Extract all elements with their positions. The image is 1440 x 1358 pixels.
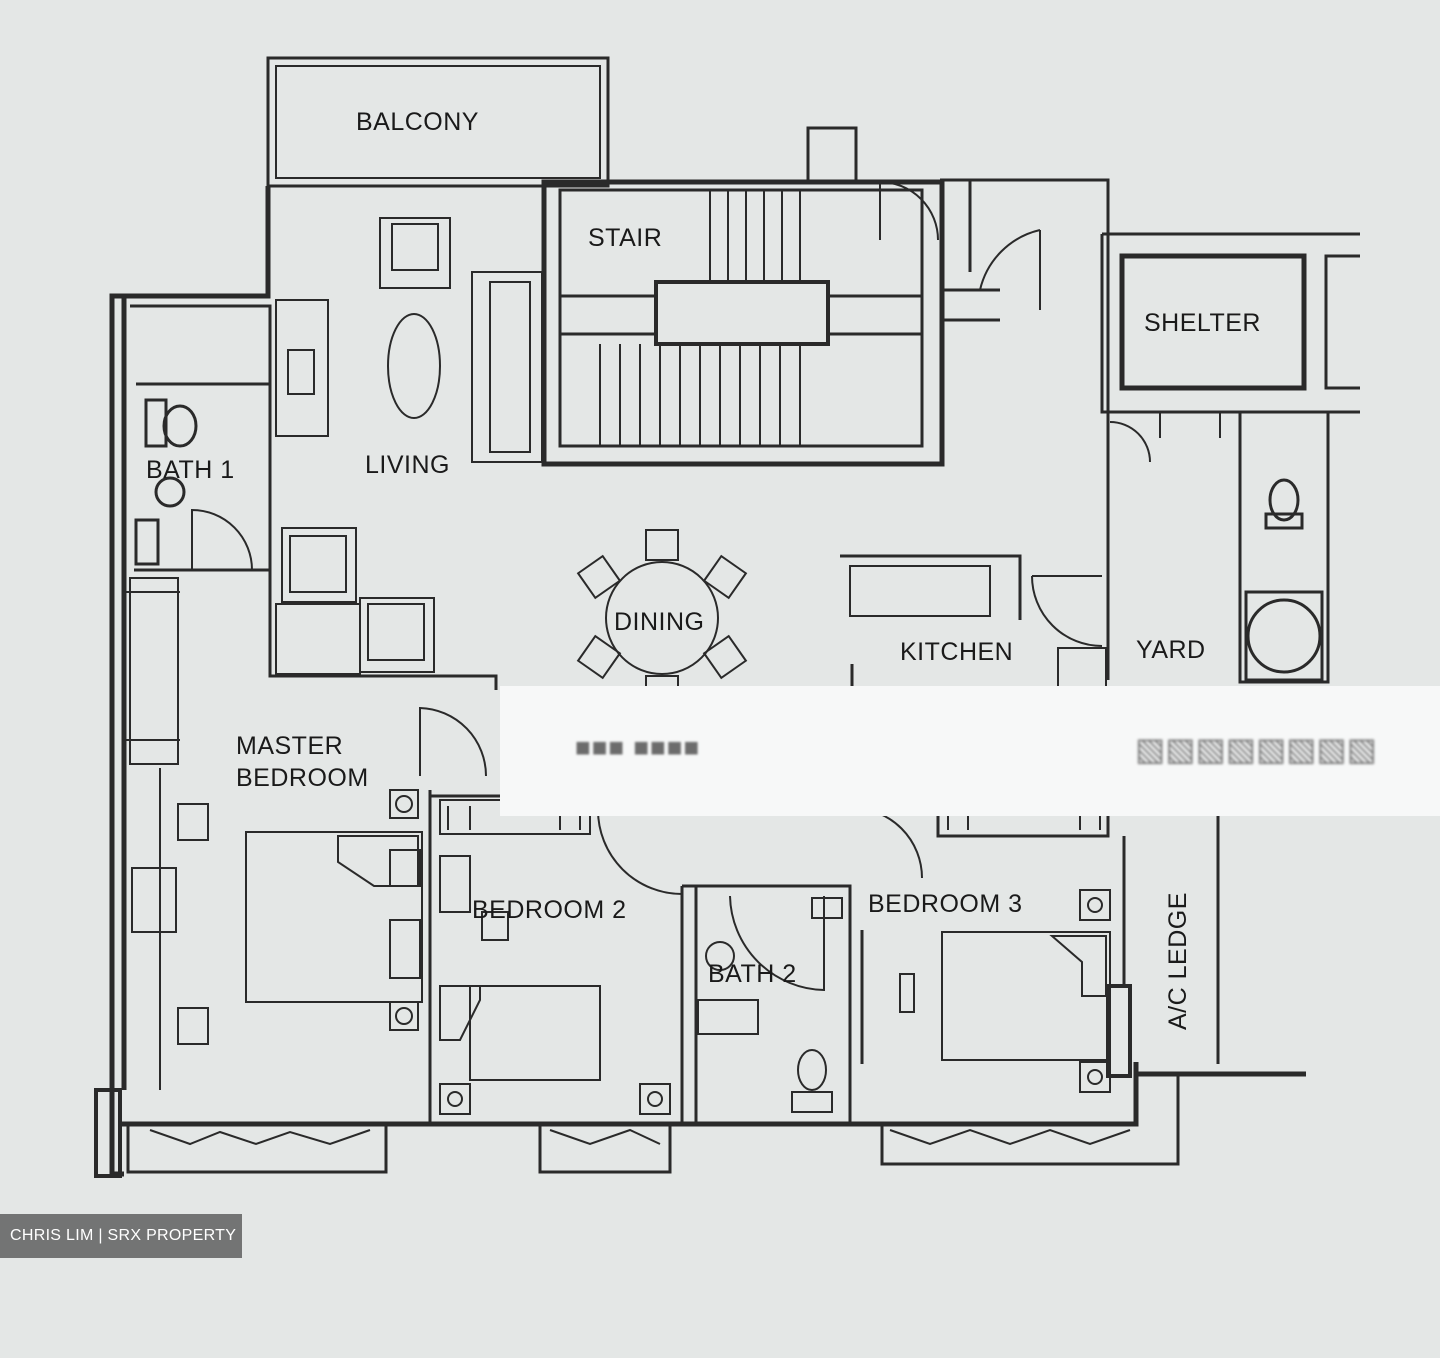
- room-label-balcony: BALCONY: [356, 108, 479, 136]
- redaction-overlay: [500, 686, 1440, 816]
- room-label-bedroom3: BEDROOM 3: [868, 890, 1023, 918]
- room-label-bath2: BATH 2: [708, 960, 797, 988]
- room-label-master-line1: MASTER: [236, 732, 344, 760]
- room-label-bath1: BATH 1: [146, 456, 235, 484]
- bedroom3-walls: [850, 800, 1132, 1093]
- stair-core: [541, 126, 945, 467]
- bath1-walls: [130, 304, 498, 690]
- room-label-shelter: SHELTER: [1144, 309, 1261, 337]
- outer-walls: [94, 186, 1306, 1178]
- bath2-walls: [680, 884, 852, 1124]
- bottom-window-sills: [126, 1074, 1180, 1174]
- room-label-kitchen: KITCHEN: [900, 638, 1014, 666]
- lobby-walls: [940, 178, 1110, 680]
- room-label-yard: YARD: [1136, 636, 1206, 664]
- room-label-master-line2: BEDROOM: [236, 764, 369, 792]
- watermark: CHRIS LIM | SRX PROPERTY: [0, 1214, 242, 1258]
- balcony-walls: [266, 56, 610, 188]
- yard-walls: [1109, 410, 1330, 684]
- room-label-dining: DINING: [614, 608, 705, 636]
- living-furniture: [275, 217, 543, 675]
- bedroom2-walls: [428, 790, 683, 1124]
- room-label-stair: STAIR: [588, 224, 663, 252]
- room-label-ac-ledge: A/C LEDGE: [1164, 892, 1192, 1030]
- master-bedroom-furniture: [126, 577, 487, 1090]
- smudged-label: ▧▧▧▧▧▧▧▧: [1135, 731, 1377, 767]
- room-label-living: LIVING: [365, 451, 450, 479]
- smudged-label: ■■■ ■■■■: [575, 732, 701, 762]
- room-label-master-bedroom: MASTER BEDROOM: [236, 730, 369, 794]
- room-label-bedroom2: BEDROOM 2: [472, 896, 627, 924]
